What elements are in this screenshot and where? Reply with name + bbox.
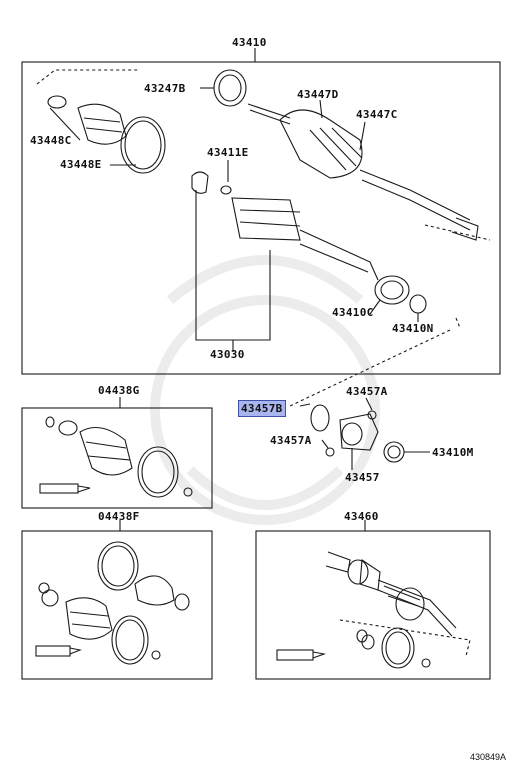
label-43410N: 43410N	[392, 322, 434, 335]
label-43460: 43460	[344, 510, 379, 523]
label-43448C: 43448C	[30, 134, 72, 147]
boot-kit-left	[36, 69, 166, 174]
box-04438F	[21, 530, 213, 680]
inboard-joint	[231, 197, 410, 315]
watermark	[150, 255, 380, 525]
label-43410M: 43410M	[432, 446, 474, 459]
label-43411E: 43411E	[207, 146, 249, 159]
label-43457A-left: 43457A	[270, 434, 312, 447]
box-43460	[255, 530, 491, 680]
diagram-number: 430849A	[470, 752, 507, 762]
label-43457A-top: 43457A	[346, 385, 388, 398]
label-43457B-highlighted[interactable]: 43457B	[238, 400, 286, 417]
label-04438G: 04438G	[98, 384, 140, 397]
label-43410C: 43410C	[332, 306, 374, 319]
label-43448E: 43448E	[60, 158, 102, 171]
label-43247B: 43247B	[144, 82, 186, 95]
label-43447C: 43447C	[356, 108, 398, 121]
label-04438F: 04438F	[98, 510, 140, 523]
label-43410: 43410	[232, 36, 267, 49]
box-04438G	[21, 407, 213, 509]
label-43457: 43457	[345, 471, 380, 484]
box-43410	[21, 61, 501, 375]
label-43447D: 43447D	[297, 88, 339, 101]
bearing-assembly	[299, 397, 430, 470]
label-43030: 43030	[210, 348, 245, 361]
outboard-joint	[247, 99, 491, 241]
